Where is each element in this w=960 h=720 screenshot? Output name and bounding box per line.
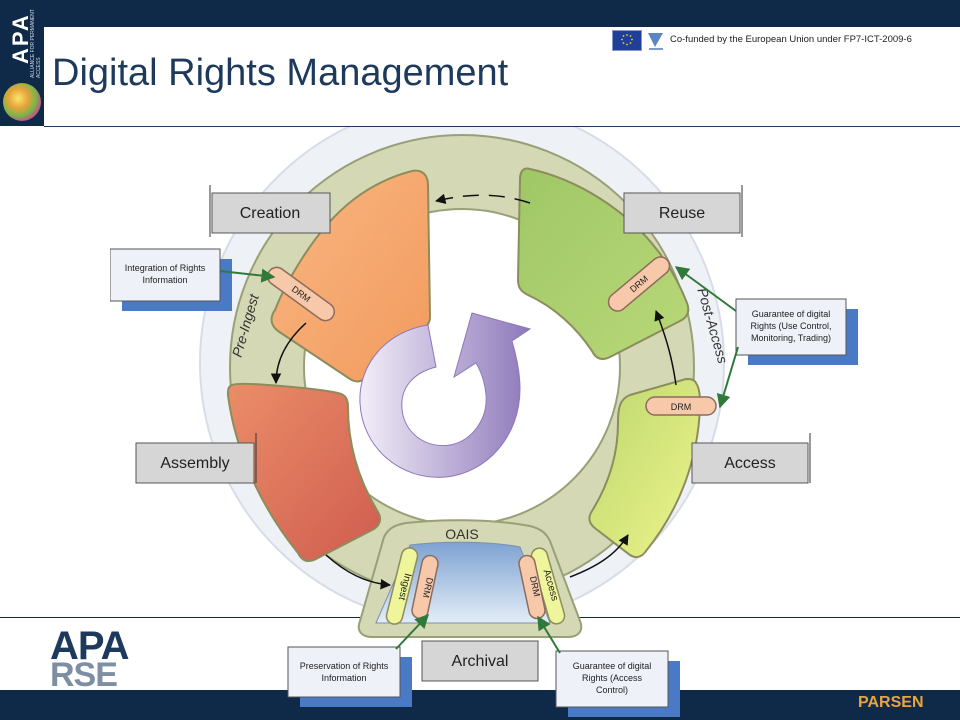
callout-integration-line2: Information xyxy=(142,275,187,285)
callout-guarantee-access-arrow xyxy=(537,615,561,654)
parsen-label: PARSEN xyxy=(858,694,924,711)
stage-label-creation: Creation xyxy=(240,205,300,222)
drm-lifecycle-diagram: OAIS Ingest Access DRM DRM DRM DRM DRM P… xyxy=(110,127,858,717)
cycle-arrow-icon xyxy=(359,312,532,478)
callout-guarantee-use: Guarantee of digital Rights (Use Control… xyxy=(735,298,858,365)
drm-pill-reuse xyxy=(607,256,671,312)
apa-logo-subtext: ALLIANCE FOR PERMANENT ACCESS xyxy=(30,9,42,78)
callout-guarantee-access-line2: Rights (Access xyxy=(582,673,643,683)
stage-box-access: Access xyxy=(691,433,811,484)
cofunded-text: Co-funded by the European Union under FP… xyxy=(670,34,912,45)
arrow-assembly-to-archival xyxy=(325,554,392,590)
callout-guarantee-use-line1: Guarantee of digital xyxy=(752,309,831,319)
arrow-archival-to-access xyxy=(569,534,629,578)
stage-box-assembly: Assembly xyxy=(135,433,257,484)
assembly-segment xyxy=(226,382,382,562)
footer-logo-apa: APA xyxy=(50,624,129,668)
callout-guarantee-use-arrow-up xyxy=(674,266,737,312)
callout-guarantee-use-line2: Rights (Use Control, xyxy=(750,321,831,331)
callout-preservation-line1: Preservation of Rights xyxy=(300,661,389,671)
bottom-bar xyxy=(0,690,960,720)
globe-icon xyxy=(3,83,41,121)
callout-guarantee-use-line3: Monitoring, Trading) xyxy=(751,333,831,343)
callout-preservation: Preservation of Rights Information xyxy=(287,646,412,707)
callout-preservation-line2: Information xyxy=(321,673,366,683)
oais-label: OAIS xyxy=(445,526,478,542)
callout-preservation-arrow xyxy=(395,613,429,650)
access-segment xyxy=(588,377,702,559)
fp7-logo-icon xyxy=(648,33,663,50)
stage-label-archival: Archival xyxy=(452,653,509,670)
stage-label-access: Access xyxy=(724,455,776,472)
stage-box-creation: Creation xyxy=(209,185,331,237)
drm-label-access: DRM xyxy=(671,402,692,412)
arrow-access-to-reuse xyxy=(654,310,677,386)
stage-label-assembly: Assembly xyxy=(160,455,229,472)
footer-logo-rse: RSE xyxy=(50,656,118,694)
reuse-segment xyxy=(516,167,690,360)
eu-flag-icon xyxy=(612,30,642,51)
arrow-reuse-to-creation xyxy=(434,193,531,204)
callout-integration-line1: Integration of Rights xyxy=(125,263,206,273)
top-bar xyxy=(0,0,960,27)
page-title: Digital Rights Management xyxy=(52,52,509,94)
arrow-creation-to-assembly xyxy=(270,322,307,385)
drm-label-archival-right: DRM xyxy=(528,575,542,597)
stage-box-archival: Archival xyxy=(421,640,539,682)
stage-label-reuse: Reuse xyxy=(659,205,705,222)
callout-integration: Integration of Rights Information xyxy=(110,248,232,311)
stage-box-reuse: Reuse xyxy=(623,185,743,237)
ingest-pill xyxy=(385,547,419,625)
callout-guarantee-access: Guarantee of digital Rights (Access Cont… xyxy=(555,650,680,717)
drm-pill-access xyxy=(645,396,717,416)
apa-logo: APA ALLIANCE FOR PERMANENT ACCESS xyxy=(0,0,44,126)
callout-integration-arrow xyxy=(219,268,276,283)
callout-guarantee-access-line1: Guarantee of digital xyxy=(573,661,652,671)
callout-guarantee-access-line3: Control) xyxy=(596,685,628,695)
drm-label-archival-left: DRM xyxy=(421,577,435,599)
callout-guarantee-use-arrow-down xyxy=(716,346,739,409)
